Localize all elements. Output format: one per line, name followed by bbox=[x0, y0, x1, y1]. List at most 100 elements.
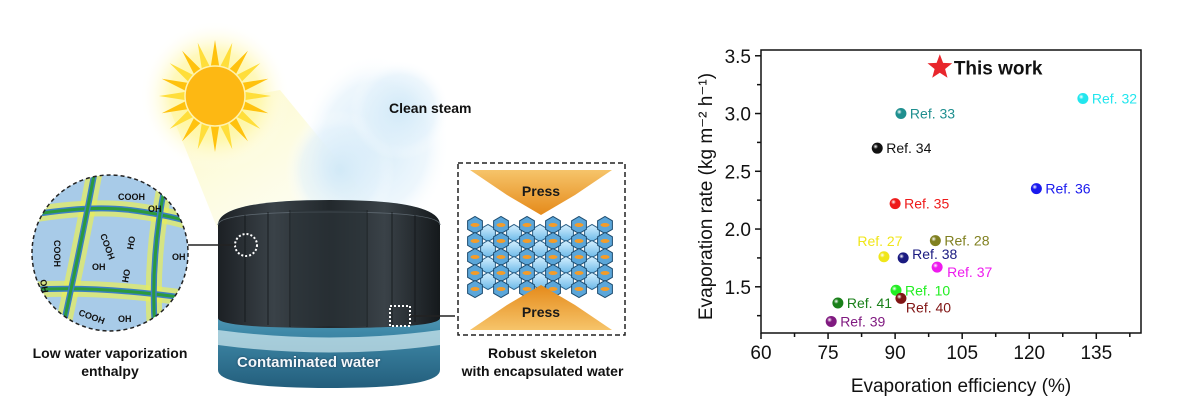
data-point bbox=[895, 108, 907, 120]
chem-group-label: OH bbox=[148, 204, 162, 214]
press-label-bottom: Press bbox=[522, 304, 560, 320]
sun-ray bbox=[197, 122, 210, 150]
steam-label: Clean steam bbox=[389, 100, 472, 116]
water-droplet bbox=[600, 271, 610, 275]
zoom-marker-circle bbox=[234, 233, 258, 257]
water-droplet bbox=[600, 287, 610, 291]
sun-ray bbox=[182, 117, 201, 142]
water-droplet bbox=[600, 255, 610, 259]
water-droplet bbox=[574, 255, 584, 259]
press-label-top: Press bbox=[522, 183, 560, 199]
water-droplet bbox=[496, 271, 506, 275]
right-caption-line: with encapsulated water bbox=[461, 363, 624, 379]
data-point bbox=[1030, 183, 1042, 195]
data-point bbox=[890, 284, 902, 296]
water-droplet bbox=[600, 223, 610, 227]
water-droplet bbox=[470, 255, 480, 259]
sun-ray bbox=[241, 101, 269, 114]
data-point-label: Ref. 33 bbox=[910, 106, 955, 122]
water-droplet bbox=[574, 271, 584, 275]
water-droplet bbox=[548, 239, 558, 243]
plot-frame bbox=[760, 49, 1142, 334]
water-droplet bbox=[548, 223, 558, 227]
y-axis-label: Evaporation rate (kg m⁻² h⁻¹) bbox=[696, 73, 717, 320]
water-droplet bbox=[496, 287, 506, 291]
sun-ray bbox=[197, 42, 210, 70]
y-axis: 1.5 2.0 2.5 3.0 3.5 bbox=[725, 47, 761, 317]
data-point-label: Ref. 40 bbox=[906, 299, 951, 315]
hydrogel-cylinder bbox=[217, 200, 441, 388]
water-droplet bbox=[522, 239, 532, 243]
data-point bbox=[1077, 93, 1089, 105]
data-point-label: Ref. 27 bbox=[857, 233, 902, 249]
left-caption-line: enthalpy bbox=[81, 363, 139, 379]
schematic-svg: COOH OH COOH COOH OH OH HO OH HO COOH OH… bbox=[31, 21, 626, 388]
sun-ray bbox=[236, 110, 261, 129]
right-caption: Robust skeleton with encapsulated water bbox=[450, 344, 635, 380]
chem-group-label: OH bbox=[118, 314, 132, 324]
water-droplet bbox=[574, 223, 584, 227]
water-droplet bbox=[496, 223, 506, 227]
sun-ray bbox=[169, 63, 194, 82]
y-tick-label: 2.5 bbox=[725, 162, 751, 183]
sun-ray bbox=[229, 50, 248, 75]
left-caption: Low water vaporization enthalpy bbox=[0, 344, 220, 380]
water-droplet bbox=[574, 239, 584, 243]
chem-group-label: HO bbox=[120, 268, 132, 283]
sun-ray bbox=[236, 63, 261, 82]
sun-ray bbox=[220, 122, 233, 150]
sun-ray bbox=[241, 78, 269, 91]
data-point-label: Ref. 35 bbox=[904, 196, 949, 212]
x-axis-label: Evaporation efficiency (%) bbox=[851, 376, 1071, 397]
sun-ray bbox=[210, 40, 220, 67]
water-droplet bbox=[522, 255, 532, 259]
y-tick-label: 3.0 bbox=[725, 105, 751, 126]
left-caption-line: Low water vaporization bbox=[32, 345, 188, 361]
water-label: Contaminated water bbox=[237, 354, 381, 371]
y-tick-label: 1.5 bbox=[725, 278, 751, 299]
data-point bbox=[871, 142, 883, 154]
x-tick-label: 105 bbox=[946, 343, 978, 364]
chem-group-label: OH bbox=[92, 262, 106, 272]
sun-ray bbox=[169, 110, 194, 129]
sun-ray bbox=[182, 50, 201, 75]
sun-ray bbox=[244, 91, 271, 101]
y-tick-label: 3.5 bbox=[725, 47, 751, 68]
water-droplet bbox=[522, 271, 532, 275]
chem-group-label: HO bbox=[125, 235, 137, 250]
x-tick-label: 75 bbox=[817, 343, 838, 364]
water-droplet bbox=[470, 223, 480, 227]
highlight-label: This work bbox=[954, 58, 1043, 79]
press-arrow-down bbox=[470, 170, 612, 215]
sun-ray bbox=[159, 91, 186, 101]
data-point-label: Ref. 37 bbox=[947, 264, 992, 280]
water-droplet bbox=[522, 287, 532, 291]
data-point-label: Ref. 38 bbox=[912, 246, 957, 262]
y-tick-label: 2.0 bbox=[725, 220, 751, 241]
water-droplet bbox=[548, 287, 558, 291]
water-droplet bbox=[522, 223, 532, 227]
data-point bbox=[897, 252, 909, 264]
chem-group-label: COOH bbox=[52, 240, 62, 267]
polymer-network-circle: COOH OH COOH COOH OH OH HO OH HO COOH OH… bbox=[31, 174, 189, 332]
compression-inset: Press Press bbox=[457, 162, 626, 336]
water-droplet bbox=[470, 287, 480, 291]
data-point-label: Ref. 32 bbox=[1092, 91, 1137, 107]
chem-group-label: OH bbox=[38, 279, 50, 294]
data-point-label: Ref. 41 bbox=[847, 295, 892, 311]
data-point-label: Ref. 39 bbox=[840, 313, 885, 329]
press-arrow-up bbox=[470, 285, 612, 330]
water-droplet bbox=[600, 239, 610, 243]
x-tick-label: 135 bbox=[1080, 343, 1112, 364]
steam-cloud bbox=[285, 55, 450, 235]
water-droplet bbox=[574, 287, 584, 291]
sun-icon bbox=[140, 21, 290, 171]
right-caption-line: Robust skeleton bbox=[488, 345, 597, 361]
chem-group-label: COOH bbox=[118, 192, 145, 202]
data-point bbox=[832, 297, 844, 309]
data-point bbox=[878, 251, 890, 263]
data-point bbox=[929, 235, 941, 247]
